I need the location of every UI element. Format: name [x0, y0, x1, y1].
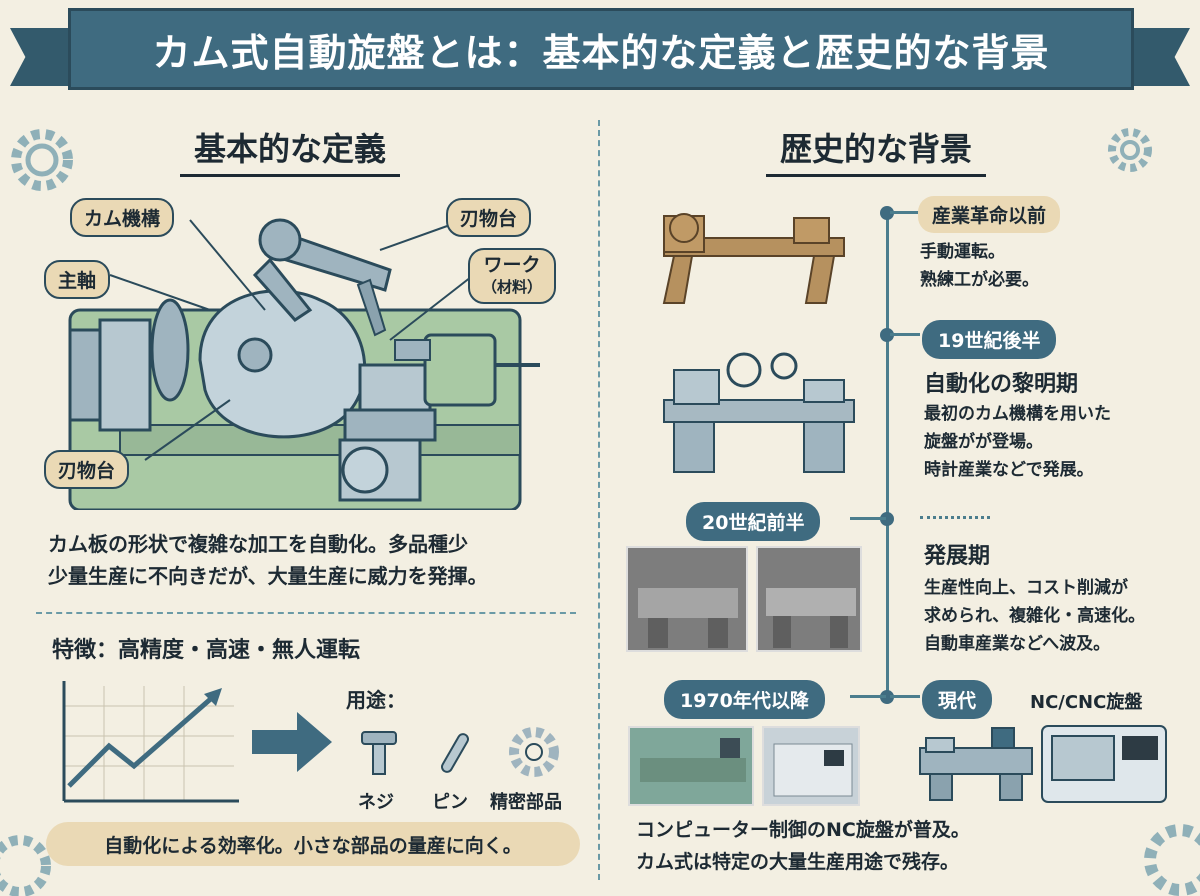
- label-tool-post-bottom: 刃物台: [44, 450, 130, 489]
- gear-icon: [1108, 128, 1152, 172]
- arrow-right-icon: [252, 712, 332, 772]
- era-description: 手動運転。 熟練工が必要。: [920, 238, 1039, 294]
- era-line: 生産性向上、コスト削減が: [924, 578, 1128, 598]
- historical-factory-photo: [626, 546, 748, 652]
- gear-icon: [11, 129, 73, 191]
- era-heading: 発展期: [924, 544, 991, 569]
- era-label-modern: 現代: [922, 680, 993, 719]
- historical-lathe-photo: [756, 546, 862, 652]
- definition-description: カム板の形状で複雑な加工を自動化。多品種少 少量生産に不向きだが、大量生産に威力…: [48, 528, 488, 592]
- column-divider: [598, 120, 600, 880]
- description-line: 少量生産に不向きだが、大量生産に威力を発揮。: [48, 564, 488, 588]
- label-cam-mechanism: カム機構: [70, 198, 175, 237]
- era-label-early-20th-century: 20世紀前半: [686, 502, 821, 541]
- use-label-pin: ピン: [432, 792, 468, 813]
- description-line: カム板の形状で複雑な加工を自動化。多品種少: [48, 532, 468, 556]
- era-line: コンピューター制御のNC旋盤が普及。: [636, 819, 970, 841]
- timeline-connector: [890, 333, 920, 336]
- era-label-pre-industrial: 産業革命以前: [918, 196, 1061, 233]
- label-work-text: ワーク: [483, 254, 541, 276]
- timeline-connector: [890, 695, 920, 698]
- nc-lathe-photo: [628, 726, 754, 806]
- summary-banner: 自動化による効率化。小さな部品の量産に向く。: [46, 822, 580, 866]
- definition-heading: 基本的な定義: [180, 120, 401, 177]
- timeline-node: [880, 206, 894, 220]
- era-label-19th-century: 19世紀後半: [922, 320, 1057, 359]
- early-cam-lathe-illustration: [663, 352, 855, 473]
- era-dotted-divider: [920, 516, 990, 519]
- gear-icon: [0, 835, 51, 896]
- use-label-screw: ネジ: [358, 792, 394, 813]
- timeline-node: [880, 328, 894, 342]
- cnc-machine-photo: [762, 726, 860, 806]
- timeline-connector: [850, 517, 886, 520]
- era-line: 最初のカム機構を用いた: [924, 404, 1111, 424]
- uses-title: 用途：: [346, 688, 406, 712]
- era-line: 熟練工が必要。: [920, 270, 1039, 290]
- timeline-node: [880, 512, 894, 526]
- era-heading: 自動化の黎明期: [924, 372, 1079, 397]
- gear-icon: [1144, 824, 1200, 896]
- era-label-1970s: 1970年代以降: [664, 680, 825, 719]
- era-line: 求められ、複雑化・高速化。: [924, 606, 1146, 626]
- era-line: 自動車産業などへ波及。: [924, 634, 1111, 654]
- era-line: 旋盤がが登場。: [924, 432, 1043, 452]
- pin-icon: [441, 733, 469, 773]
- era-line: 時計産業などで発展。: [924, 460, 1094, 480]
- features-text: 特徴：高精度・高速・無人運転: [52, 638, 361, 663]
- history-heading: 歴史的な背景: [766, 120, 987, 177]
- antique-lathe-illustration: [662, 213, 845, 304]
- timeline-connector: [890, 211, 920, 214]
- precision-part-icon: [509, 727, 559, 777]
- label-work: ワーク （材料）: [468, 248, 557, 304]
- use-label-precision-part: 精密部品: [490, 792, 562, 813]
- section-divider: [36, 612, 576, 614]
- screw-icon: [361, 731, 397, 775]
- era-description: 生産性向上、コスト削減が 求められ、複雑化・高速化。 自動車産業などへ波及。: [924, 574, 1145, 658]
- timeline-line: [886, 212, 889, 698]
- modern-era-description: コンピューター制御のNC旋盤が普及。 カム式は特定の大量生産用途で残存。: [636, 814, 970, 878]
- era-description: 最初のカム機構を用いた 旋盤がが登場。 時計産業などで発展。: [924, 400, 1111, 484]
- label-tool-post: 刃物台: [446, 198, 532, 237]
- timeline-node: [880, 690, 894, 704]
- cam-lathe-illustration: [68, 218, 540, 510]
- growth-chart-icon: [62, 681, 239, 803]
- title-banner: カム式自動旋盤とは：基本的な定義と歴史的な背景: [68, 8, 1134, 90]
- page-title: カム式自動旋盤とは：基本的な定義と歴史的な背景: [152, 30, 1050, 75]
- modern-cnc-lathe-illustration: [919, 725, 1167, 803]
- label-spindle: 主軸: [44, 260, 111, 299]
- era-line: 手動運転。: [920, 242, 1005, 262]
- label-work-sub: （材料）: [482, 278, 543, 296]
- summary-text: 自動化による効率化。小さな部品の量産に向く。: [104, 834, 522, 857]
- modern-caption: NC/CNC旋盤: [1030, 692, 1143, 713]
- era-line: カム式は特定の大量生産用途で残存。: [636, 851, 960, 873]
- timeline-connector: [850, 695, 886, 698]
